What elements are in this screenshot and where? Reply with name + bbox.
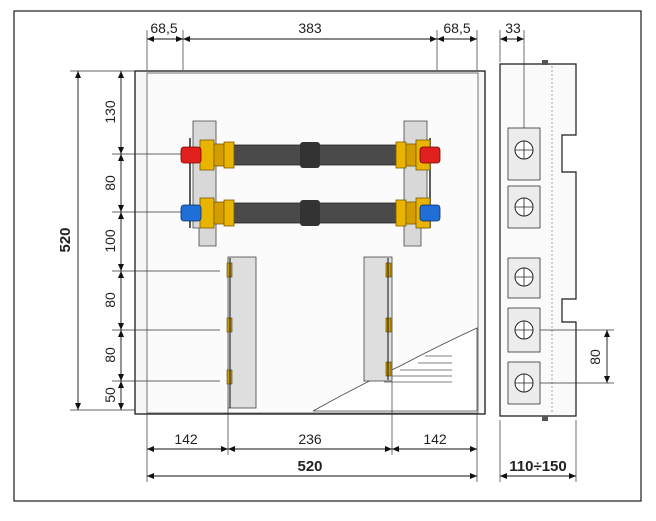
- cold-valve-left: [180, 204, 202, 222]
- side-extension-lines: [540, 329, 614, 384]
- dim-side-depth-label: 33: [505, 20, 521, 36]
- dim-130-label: 130: [102, 100, 118, 124]
- left-panel: [227, 256, 257, 409]
- dim-top-right-label: 68,5: [443, 20, 470, 36]
- dim-bottom-mid-label: 236: [298, 431, 322, 447]
- front-view: [134, 70, 486, 415]
- upper-coupling: [300, 142, 320, 168]
- side-top-tab: [542, 60, 548, 65]
- dim-overall-width-label: 520: [297, 458, 322, 475]
- dim-depth-range-label: 110÷150: [509, 458, 566, 475]
- dim-top-left-label: 68,5: [150, 20, 177, 36]
- dim-100-label: 100: [102, 229, 118, 253]
- hot-valve-left: [180, 146, 202, 164]
- cold-valve-right: [419, 204, 441, 222]
- lower-coupling: [300, 200, 320, 226]
- dim-overall-height-label: 520: [57, 227, 74, 252]
- side-bottom-tab: [542, 416, 548, 421]
- dim-80b-label: 80: [102, 292, 118, 308]
- side-view: [499, 60, 577, 421]
- outer-frame: [13, 10, 642, 502]
- hot-valve-right: [419, 146, 441, 164]
- dim-side-80-label: 80: [587, 349, 603, 365]
- side-connectors: [507, 127, 541, 405]
- dim-80a-label: 80: [102, 175, 118, 191]
- floor-section: [312, 327, 478, 412]
- dim-80c-label: 80: [102, 347, 118, 363]
- upper-left-fitting: [199, 139, 235, 171]
- dim-bottom-right-label: 142: [423, 431, 447, 447]
- lower-left-fitting: [199, 197, 235, 229]
- dim-bottom-left-label: 142: [174, 431, 198, 447]
- dim-top-mid-label: 383: [298, 20, 322, 36]
- floor-steps: [384, 355, 452, 383]
- dim-50-label: 50: [102, 387, 118, 403]
